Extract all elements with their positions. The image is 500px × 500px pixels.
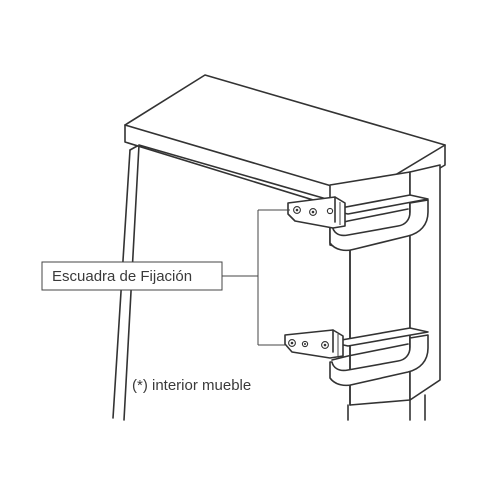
callout-label-text: Escuadra de Fijación [52,268,192,285]
callout-leader-lines [222,209,290,346]
callout-label: Escuadra de Fijación [41,261,223,291]
lower-fixing-bracket [284,329,344,359]
interior-note-text: (*) interior mueble [132,377,251,394]
callout-label-box [41,261,223,291]
lower-profile-rail [329,327,429,387]
upper-fixing-bracket [287,196,346,229]
